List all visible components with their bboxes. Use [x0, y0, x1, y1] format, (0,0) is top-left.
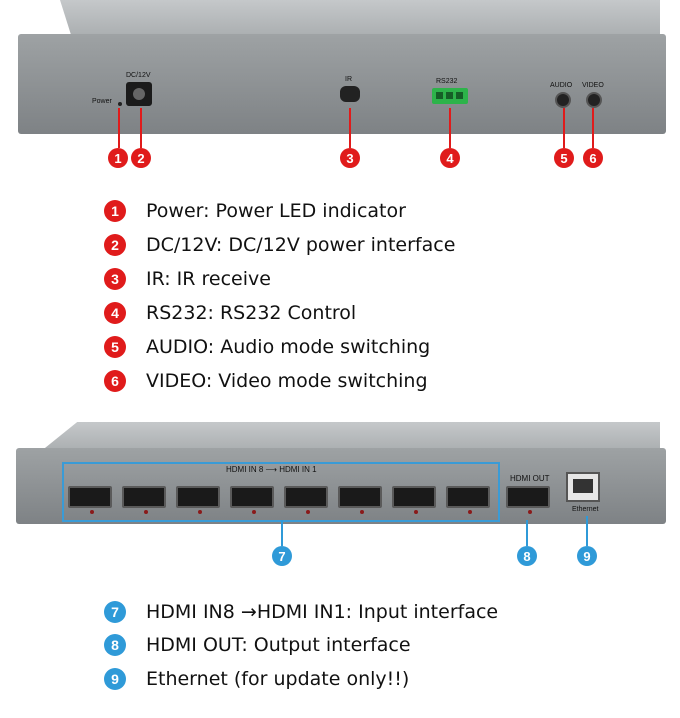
hdmi-in-port-5 — [230, 486, 274, 508]
hdmi-in-led — [252, 510, 256, 514]
marker-5: 5 — [554, 148, 574, 168]
hdmi-in-port-8 — [68, 486, 112, 508]
leader-6 — [592, 108, 594, 148]
hdmi-in-led — [306, 510, 310, 514]
marker-6: 6 — [583, 148, 603, 168]
rs232-label: RS232 — [436, 78, 458, 85]
hdmi-in-led — [198, 510, 202, 514]
legend-text: DC/12V: DC/12V power interface — [146, 234, 456, 256]
leader-4 — [449, 108, 451, 148]
legend-marker: 5 — [104, 336, 126, 358]
legend-text: Ethernet (for update only!!) — [146, 668, 410, 690]
hdmi-in-port-6 — [176, 486, 220, 508]
hdmi-in-port-7 — [122, 486, 166, 508]
hdmi-in-port-3 — [338, 486, 382, 508]
hdmi-in-port-1 — [446, 486, 490, 508]
leader-2 — [140, 108, 142, 148]
legend-marker: 9 — [104, 668, 126, 690]
legend-item-ir: 3 IR: IR receive — [104, 268, 271, 290]
leader-3 — [349, 108, 351, 148]
device-bottom-lid — [40, 422, 660, 452]
legend-text: HDMI OUT: Output interface — [146, 634, 411, 656]
hdmi-in-label: HDMI IN 8 ⟶ HDMI IN 1 — [226, 465, 317, 474]
legend-item-rs232: 4 RS232: RS232 Control — [104, 302, 356, 324]
legend-item-hdmi-in: 7 HDMI IN8 →HDMI IN1: Input interface — [104, 601, 498, 623]
legend-text: VIDEO: Video mode switching — [146, 370, 428, 392]
legend-text: Power: Power LED indicator — [146, 200, 406, 222]
dc-jack — [126, 82, 152, 106]
legend-marker: 1 — [104, 200, 126, 222]
ir-receiver — [340, 86, 360, 102]
legend-item-ethernet: 9 Ethernet (for update only!!) — [104, 668, 409, 690]
device-top-lid — [60, 0, 660, 38]
leader-7 — [281, 520, 283, 546]
legend-item-audio: 5 AUDIO: Audio mode switching — [104, 336, 430, 358]
ir-label: IR — [345, 76, 352, 83]
legend-text: AUDIO: Audio mode switching — [146, 336, 431, 358]
legend-text: IR: IR receive — [146, 268, 271, 290]
dc-label: DC/12V — [126, 72, 151, 79]
audio-button — [555, 92, 571, 108]
marker-2: 2 — [131, 148, 151, 168]
audio-label: AUDIO — [550, 82, 573, 89]
leader-9 — [586, 516, 588, 546]
leader-1 — [118, 108, 120, 148]
leader-5 — [563, 108, 565, 148]
marker-9: 9 — [577, 546, 597, 566]
hdmi-out-label: HDMI OUT — [510, 474, 550, 483]
marker-4: 4 — [440, 148, 460, 168]
hdmi-out-led — [528, 510, 532, 514]
hdmi-out-port — [506, 486, 550, 508]
marker-7: 7 — [272, 546, 292, 566]
hdmi-in-led — [144, 510, 148, 514]
hdmi-in-led — [468, 510, 472, 514]
legend-marker: 3 — [104, 268, 126, 290]
hdmi-in-led — [360, 510, 364, 514]
legend-item-video: 6 VIDEO: Video mode switching — [104, 370, 428, 392]
hdmi-in-port-2 — [392, 486, 436, 508]
legend-item-dc: 2 DC/12V: DC/12V power interface — [104, 234, 455, 256]
marker-3: 3 — [340, 148, 360, 168]
ethernet-port — [566, 472, 600, 502]
power-led — [118, 102, 122, 106]
legend-marker: 8 — [104, 634, 126, 656]
hdmi-in-port-4 — [284, 486, 328, 508]
legend-item-hdmi-out: 8 HDMI OUT: Output interface — [104, 634, 411, 656]
rs232-terminal — [432, 88, 468, 104]
legend-text: RS232: RS232 Control — [146, 302, 357, 324]
hdmi-in-led — [414, 510, 418, 514]
legend-marker: 2 — [104, 234, 126, 256]
video-label: VIDEO — [582, 82, 604, 89]
video-button — [586, 92, 602, 108]
leader-8 — [526, 520, 528, 546]
hdmi-in-led — [90, 510, 94, 514]
marker-1: 1 — [108, 148, 128, 168]
power-label: Power — [92, 98, 112, 105]
legend-marker: 6 — [104, 370, 126, 392]
legend-marker: 4 — [104, 302, 126, 324]
legend-text: HDMI IN8 →HDMI IN1: Input interface — [146, 601, 499, 623]
legend-item-power: 1 Power: Power LED indicator — [104, 200, 406, 222]
ethernet-label: Ethernet — [572, 506, 599, 513]
marker-8: 8 — [517, 546, 537, 566]
legend-marker: 7 — [104, 601, 126, 623]
